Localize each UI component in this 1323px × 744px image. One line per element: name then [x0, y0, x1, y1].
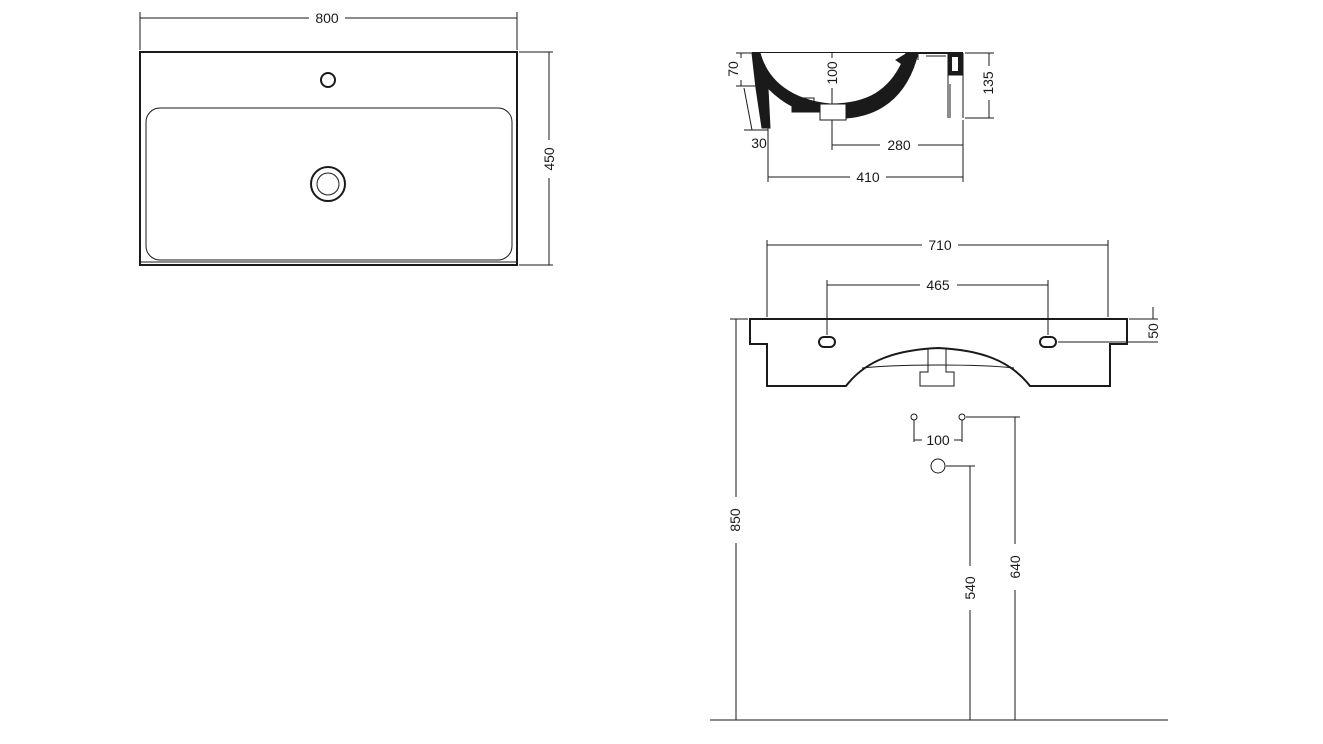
supply-connections: 100: [910, 413, 966, 448]
dim-side-drain: 280: [831, 120, 964, 182]
dim-front-mount-height: 850: [727, 318, 748, 720]
dim-front-brackets-label: 465: [926, 277, 950, 293]
dim-front-width-label: 710: [928, 237, 952, 253]
supply-right: [958, 413, 966, 421]
dim-side-height-label: 135: [980, 71, 996, 95]
dim-side-offset: 30: [743, 87, 769, 182]
side-view: 70 100 135 30 280: [725, 52, 996, 185]
bracket-hole-left: [818, 336, 836, 348]
dim-side-offset-label: 30: [751, 135, 767, 151]
tap-hole: [320, 72, 336, 88]
dim-top-depth: 450: [519, 51, 557, 266]
dim-side-projection: 410: [768, 169, 963, 185]
dim-top-width: 800: [139, 10, 518, 50]
dim-side-rim: 70: [725, 52, 756, 87]
dim-front-mount-height-label: 850: [727, 508, 743, 532]
basin-outline: [139, 51, 518, 266]
dim-front-supply-height: 640: [966, 416, 1023, 720]
dim-front-brackets: 465: [826, 277, 1049, 335]
dim-front-supply-spacing-label: 100: [926, 432, 950, 448]
dim-front-drain-height-label: 540: [962, 576, 978, 600]
dim-front-width: 710: [766, 237, 1109, 317]
dim-front-drain-height: 540: [946, 465, 978, 720]
front-view: 710 465 50 850: [710, 237, 1168, 721]
dim-side-bowl: 100: [824, 53, 840, 104]
bowl-outline: [145, 107, 513, 261]
dim-top-depth-label: 450: [541, 147, 557, 171]
dim-top-width-label: 800: [315, 10, 339, 26]
supply-left: [910, 413, 918, 421]
dim-front-supply-height-label: 640: [1007, 555, 1023, 579]
drain-outer: [310, 166, 346, 202]
dim-side-drain-label: 280: [887, 137, 911, 153]
top-view: 800 450: [139, 10, 557, 266]
dim-side-projection-label: 410: [856, 169, 880, 185]
dim-front-bracket-height: 50: [1058, 307, 1161, 343]
bracket-hole-right: [1039, 336, 1057, 348]
dim-front-bracket-height-label: 50: [1145, 323, 1161, 339]
drain-inner: [316, 172, 340, 196]
dim-side-height: 135: [965, 52, 996, 119]
dim-side-rim-label: 70: [725, 61, 741, 77]
dim-side-bowl-label: 100: [824, 61, 840, 85]
basin-front: [749, 318, 1128, 387]
drain-connection: [930, 458, 946, 474]
